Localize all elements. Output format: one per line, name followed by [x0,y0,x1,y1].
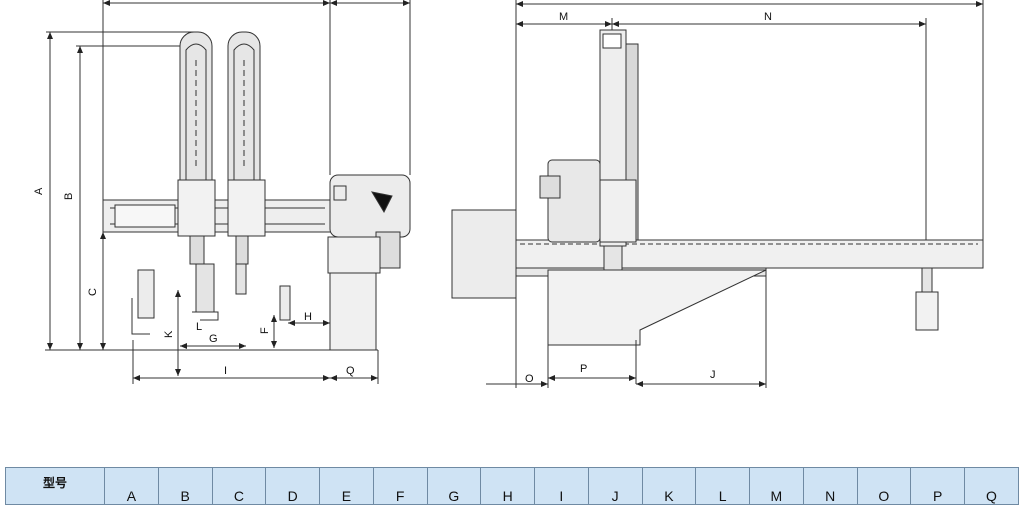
dim-label-b: B [63,193,75,200]
col-header-k: K [641,467,697,505]
col-header-c: C [211,467,267,505]
spec-table: 型号 A B C D E F G H I J K L M N O P Q [5,467,1019,505]
dim-label-q: Q [346,365,355,377]
col-header-m: M [749,467,804,505]
dim-label-j: J [710,369,716,381]
dim-label-h: H [304,311,312,323]
side-view [45,0,411,384]
col-header-d: D [265,467,320,505]
dim-label-p: P [580,363,587,375]
col-header-f: F [372,467,428,505]
col-header-l: L [695,467,750,505]
col-header-p: P [910,467,965,505]
model-header-cell: 型号 [5,467,105,505]
dim-label-k: K [163,330,175,338]
col-header-a: A [104,467,159,505]
dim-label-i: I [224,365,227,377]
col-header-e: E [319,467,374,505]
dim-label-n: N [764,11,772,23]
col-header-o: O [856,467,912,505]
dim-label-g: G [209,333,218,345]
dim-label-f: F [259,327,271,334]
col-header-h: H [480,467,535,505]
col-header-n: N [802,467,858,505]
dim-label-m: M [559,11,568,23]
col-header-i: I [534,467,589,505]
dim-label-a: A [33,187,45,195]
spec-table-header-row: 型号 A B C D E F G H I J K L M N O P Q [5,467,1019,505]
dimension-letters: A B C K L G F H I Q M N O P J [33,11,772,385]
dim-label-l: L [196,321,202,333]
col-header-g: G [426,467,482,505]
dim-label-c: C [87,288,99,296]
col-header-q: Q [964,467,1019,505]
dim-label-o: O [525,373,534,385]
col-header-j: J [587,467,643,505]
col-header-b: B [157,467,213,505]
front-view [451,0,984,388]
robot-arm-dimension-drawing: A B C K L G F H I Q M N O P J [33,0,984,388]
